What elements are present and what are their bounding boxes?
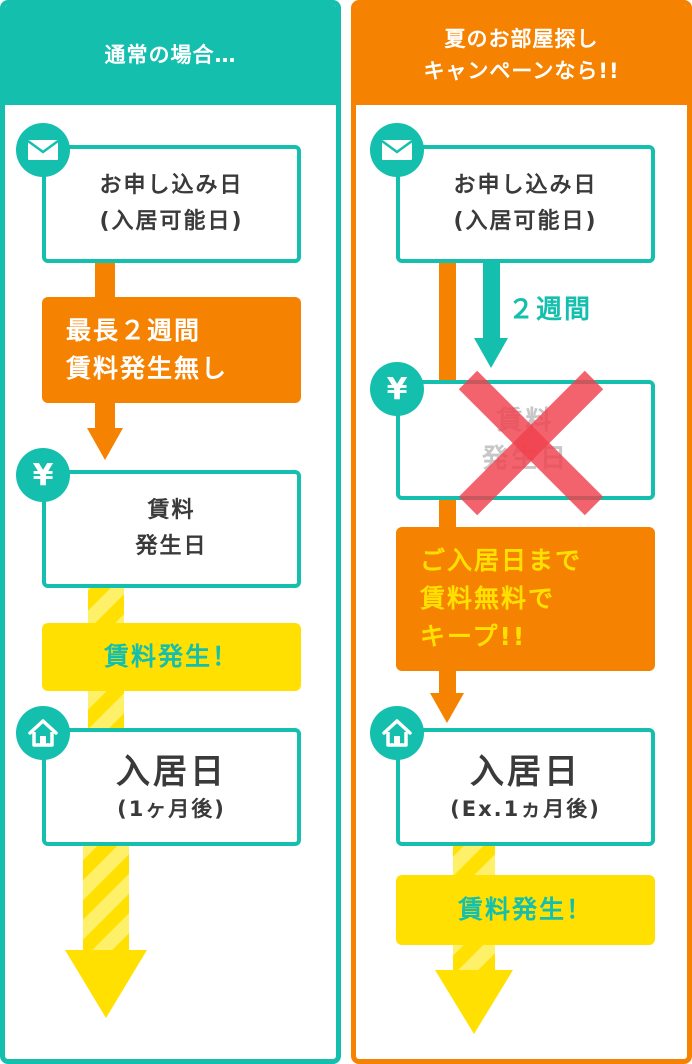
mail-badge xyxy=(370,123,424,177)
rent-start-label-1: 賃料 xyxy=(147,498,196,523)
campaign-case-header: 夏のお部屋探し キャンペーンなら!! xyxy=(356,5,687,105)
move-in-date-label: 入居日 xyxy=(470,752,581,792)
cross-mark-icon xyxy=(458,370,604,516)
application-date-label: お申し込み日 xyxy=(453,173,598,198)
home-icon xyxy=(382,719,412,747)
rent-occurs-band: 賃料発生！ xyxy=(396,875,655,945)
free-keep-band: ご入居日まで 賃料無料で キープ!! xyxy=(396,527,655,671)
home-icon xyxy=(28,719,58,747)
two-weeks-label: ２週間 xyxy=(508,295,593,325)
move-in-date-box: 入居日 (Ex.1ヵ月後) xyxy=(396,728,655,846)
orange-arrow-head xyxy=(430,693,464,723)
yellow-arrow-head xyxy=(435,970,513,1034)
yen-badge: ¥ xyxy=(16,448,70,502)
campaign-case-panel: 夏のお部屋探し キャンペーンなら!! ２週間 お申し込み日 (入居可能日) 賃料… xyxy=(351,0,692,1064)
yellow-arrow-stem-lower xyxy=(83,843,129,953)
home-badge xyxy=(370,706,424,760)
application-date-box: お申し込み日 (入居可能日) xyxy=(42,145,301,263)
orange-arrow-head xyxy=(87,428,123,460)
rent-occurs-band: 賃料発生！ xyxy=(42,623,301,691)
mail-icon xyxy=(27,139,59,160)
normal-case-header: 通常の場合… xyxy=(5,5,336,105)
yen-icon: ¥ xyxy=(32,457,54,493)
mail-icon xyxy=(381,139,413,160)
application-date-box: お申し込み日 (入居可能日) xyxy=(396,145,655,263)
teal-arrow-stem xyxy=(483,260,500,340)
application-date-note: (入居可能日) xyxy=(99,209,244,234)
mail-badge xyxy=(16,123,70,177)
yen-badge: ¥ xyxy=(370,362,424,416)
application-date-label: お申し込み日 xyxy=(99,173,244,198)
application-date-note: (入居可能日) xyxy=(453,209,598,234)
move-in-date-label: 入居日 xyxy=(116,752,227,792)
normal-case-panel: 通常の場合… お申し込み日 (入居可能日) 最長２週間 賃料発生無し 賃料 発生… xyxy=(0,0,341,1064)
move-in-date-note: (Ex.1ヵ月後) xyxy=(450,797,601,821)
teal-arrow-head xyxy=(474,338,508,368)
move-in-date-box: 入居日 (1ヶ月後) xyxy=(42,728,301,846)
rent-start-label-2: 発生日 xyxy=(135,534,208,559)
rent-start-box-cancelled: 賃料 発生日 xyxy=(396,370,655,516)
move-in-date-note: (1ヶ月後) xyxy=(117,797,226,821)
free-period-band: 最長２週間 賃料発生無し xyxy=(42,297,301,403)
rent-start-box: 賃料 発生日 xyxy=(42,470,301,588)
yen-icon: ¥ xyxy=(386,371,408,407)
home-badge xyxy=(16,706,70,760)
yellow-arrow-head xyxy=(65,950,147,1018)
